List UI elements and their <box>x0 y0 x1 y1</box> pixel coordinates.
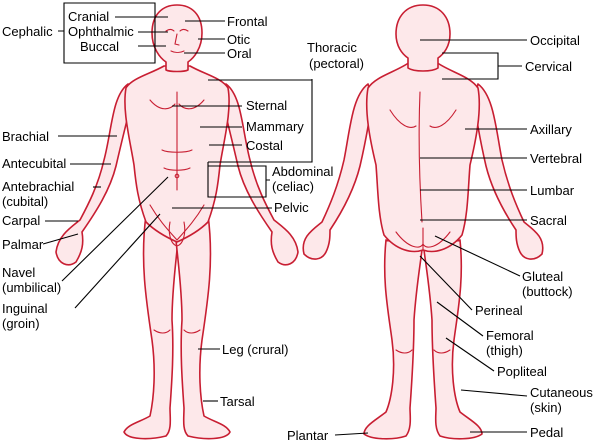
anterior-right-leg <box>175 214 231 440</box>
anterior-head <box>151 4 203 73</box>
anterior-left-leg <box>123 214 179 440</box>
label-plantar: Plantar <box>287 428 329 443</box>
label-lumbar: Lumbar <box>530 183 575 198</box>
posterior-figure <box>302 4 544 440</box>
label-gluteal: Gluteal <box>522 269 563 284</box>
label-ophthalmic: Ophthalmic <box>68 24 134 39</box>
label-pectoral: (pectoral) <box>309 56 364 71</box>
label-popliteal: Popliteal <box>497 364 547 379</box>
label-femoral: Femoral <box>486 328 534 343</box>
label-sternal: Sternal <box>246 98 287 113</box>
label-cutaneous: Cutaneous <box>530 385 593 400</box>
label-oral: Oral <box>227 46 252 61</box>
label-pelvic: Pelvic <box>274 200 309 215</box>
label-otic: Otic <box>227 32 251 47</box>
leader-lines <box>42 2 528 436</box>
posterior-right-arm <box>473 83 544 260</box>
label-antebrachial: Antebrachial <box>2 179 74 194</box>
label-cubital: (cubital) <box>2 194 48 209</box>
label-brachial: Brachial <box>2 129 49 144</box>
label-umbilical: (umbilical) <box>2 280 61 295</box>
label-abdominal: Abdominal <box>272 164 334 179</box>
label-costal: Costal <box>246 138 283 153</box>
label-skin: (skin) <box>530 400 562 415</box>
posterior-left-leg <box>363 239 423 440</box>
label-leg: Leg (crural) <box>222 342 288 357</box>
label-vertebral: Vertebral <box>530 151 582 166</box>
label-buttock: (buttock) <box>522 284 573 299</box>
posterior-right-leg <box>423 239 483 440</box>
label-palmar: Palmar <box>2 237 44 252</box>
label-celiac: (celiac) <box>272 179 314 194</box>
label-cervical: Cervical <box>525 59 572 74</box>
label-thoracic: Thoracic <box>307 40 357 55</box>
label-inguinal: Inguinal <box>2 301 48 316</box>
label-carpal: Carpal <box>2 213 40 228</box>
label-cephalic: Cephalic <box>2 24 53 39</box>
label-thigh: (thigh) <box>486 343 523 358</box>
label-sacral: Sacral <box>530 213 567 228</box>
labels: Cephalic Cranial Frontal Ophthalmic Otic… <box>2 9 593 443</box>
label-groin: (groin) <box>2 316 40 331</box>
label-pedal: Pedal <box>530 425 563 440</box>
posterior-head <box>395 4 451 72</box>
posterior-torso <box>365 61 481 253</box>
posterior-left-arm <box>302 83 373 260</box>
label-axillary: Axillary <box>530 122 572 137</box>
label-perineal: Perineal <box>475 303 523 318</box>
label-tarsal: Tarsal <box>220 394 255 409</box>
label-frontal: Frontal <box>227 14 268 29</box>
label-navel: Navel <box>2 265 35 280</box>
anterior-figure <box>55 4 299 440</box>
label-mammary: Mammary <box>246 119 304 134</box>
anterior-left-arm <box>55 83 133 266</box>
label-buccal: Buccal <box>80 39 119 54</box>
label-cranial: Cranial <box>68 9 109 24</box>
label-antecubital: Antecubital <box>2 156 66 171</box>
label-occipital: Occipital <box>530 33 580 48</box>
